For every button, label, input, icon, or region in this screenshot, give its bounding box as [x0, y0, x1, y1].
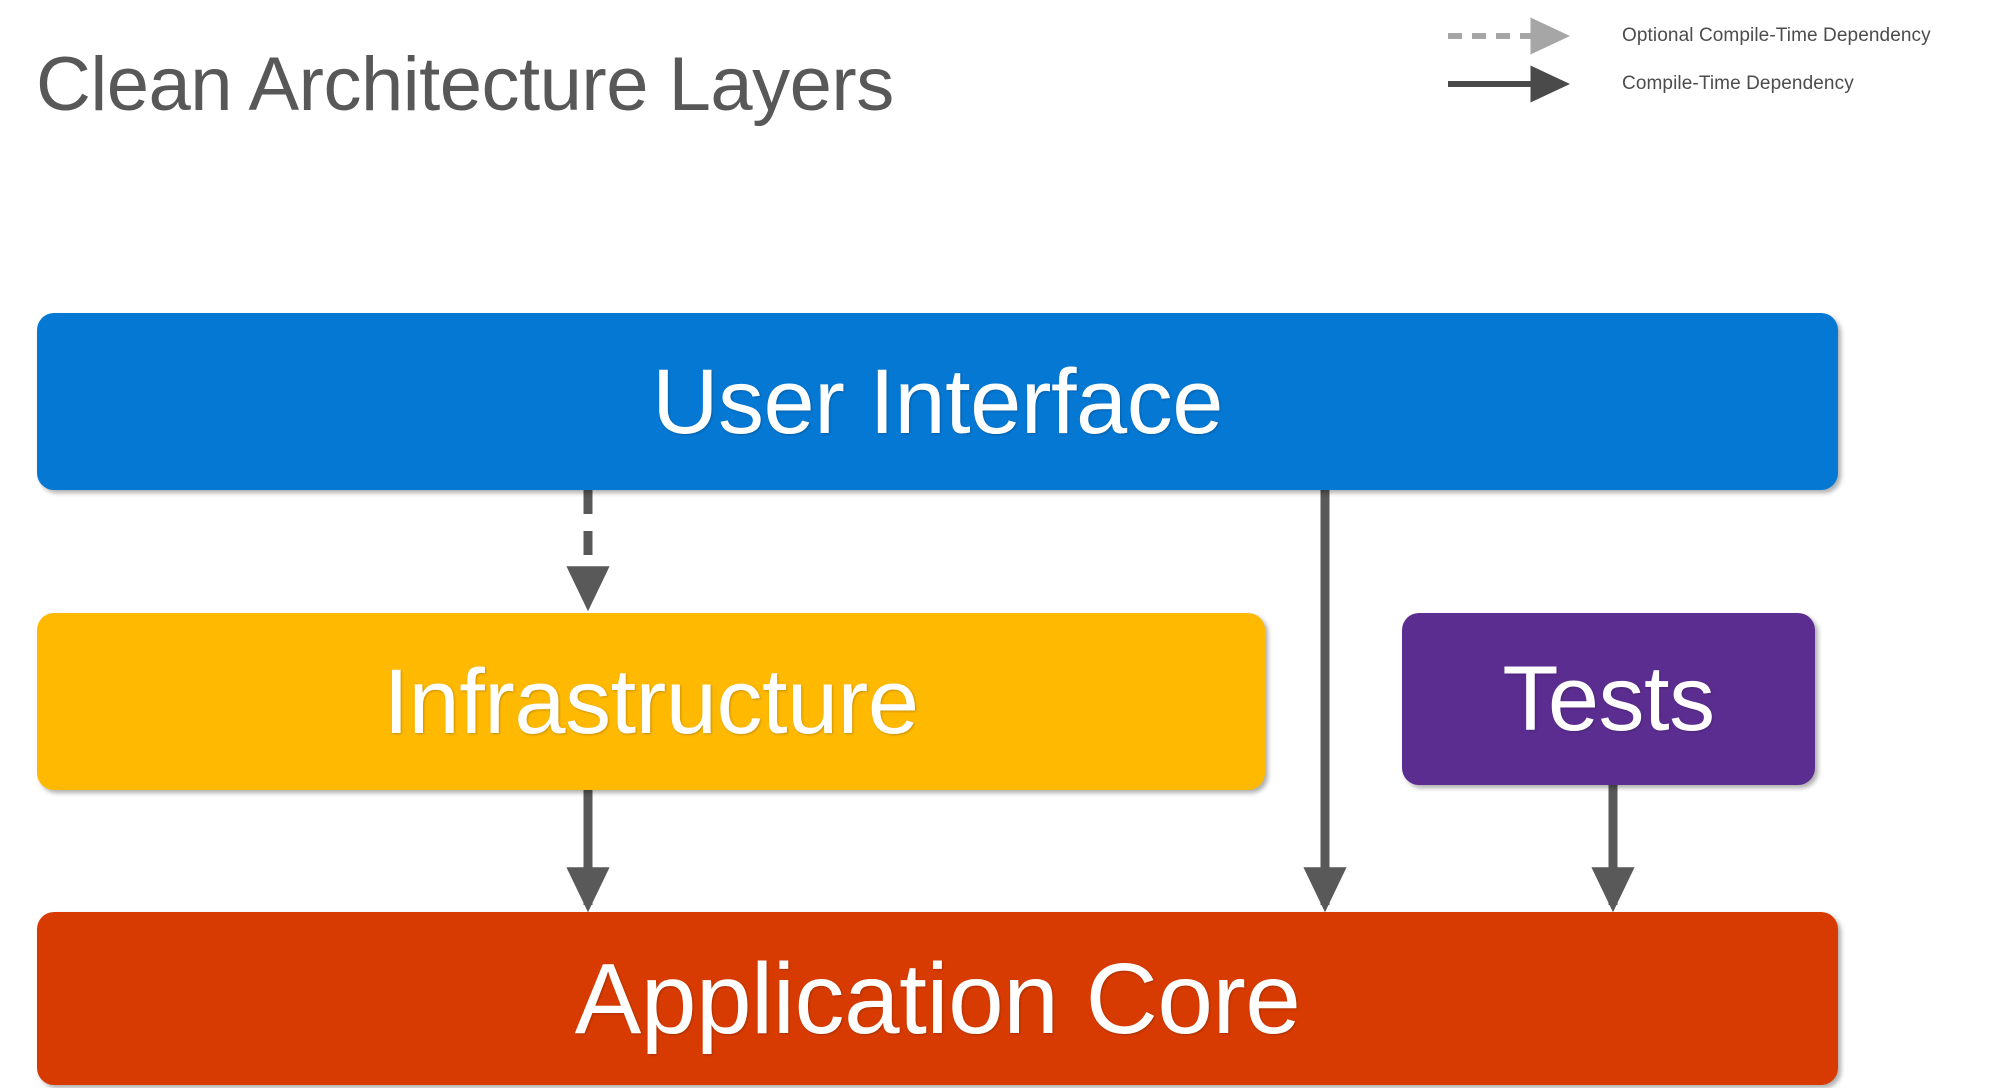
layer-label-tests: Tests [1502, 648, 1715, 750]
page-title: Clean Architecture Layers [36, 42, 894, 127]
layer-label-infrastructure: Infrastructure [383, 650, 919, 753]
solid-arrow-icon [1446, 60, 1586, 108]
layer-box-tests[interactable]: Tests [1402, 613, 1815, 785]
legend: Optional Compile-Time Dependency Compile… [1446, 12, 1986, 108]
layer-box-application-core[interactable]: Application Core [37, 912, 1838, 1085]
dashed-arrow-icon [1446, 12, 1586, 60]
layer-label-user-interface: User Interface [652, 350, 1223, 453]
legend-label-compile-time-dependency: Compile-Time Dependency [1622, 73, 1854, 94]
legend-item-compile-time-dependency: Compile-Time Dependency [1446, 60, 1986, 108]
layer-box-infrastructure[interactable]: Infrastructure [37, 613, 1265, 790]
layer-box-user-interface[interactable]: User Interface [37, 313, 1838, 490]
legend-item-optional-compile-time-dependency: Optional Compile-Time Dependency [1446, 12, 1986, 60]
layer-label-application-core: Application Core [574, 942, 1301, 1055]
legend-label-optional-compile-time-dependency: Optional Compile-Time Dependency [1622, 25, 1931, 46]
